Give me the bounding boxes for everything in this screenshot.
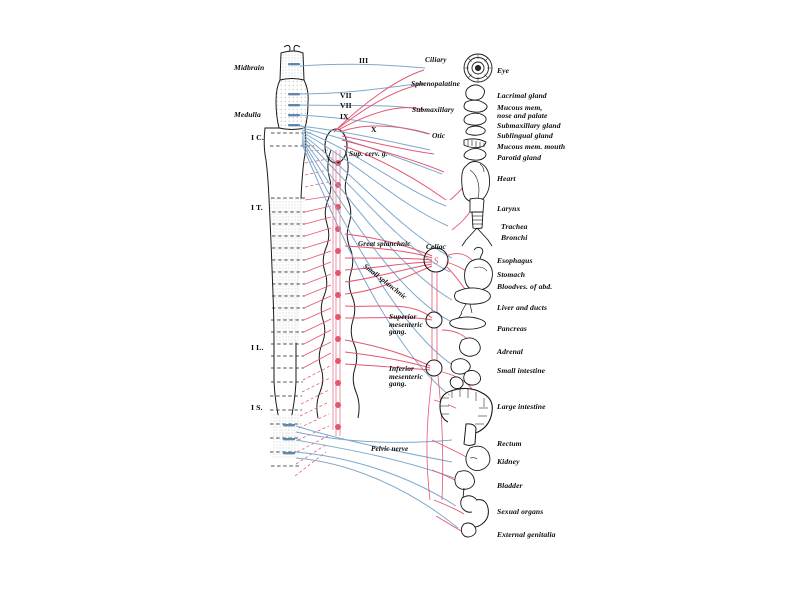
organ-label-eye: Eye [497,66,510,75]
cranial-nerve-x: X [371,125,377,134]
cranial-nerve-iii: III [359,56,369,65]
sympathetic-cephalic [333,69,447,201]
ganglion-label-celiac: Celiac [426,242,446,251]
organ-label-kidney: Kidney [497,457,520,466]
organ-label-bladder: Bladder [497,481,523,490]
organ-label-bronchi: Bronchi [501,233,528,242]
ganglion-label-superior-mesenteric-gang: Superior mesenteric gang. [389,312,423,337]
cranial-nerve-vii: VII [340,101,352,110]
organ-label-heart: Heart [497,174,516,183]
ganglion-label-sup-cerv-g: Sup. cerv. g. [349,149,388,158]
organ-label-lacrimal-gland: Lacrimal gland [497,91,547,100]
organ-heart [461,161,491,203]
organ-label-parotid-gland: Parotid gland [497,153,542,162]
organ-label-adrenal: Adrenal [497,347,524,356]
organ-label-small-intestine: Small intestine [497,366,546,375]
prevertebral-ganglia: S [423,247,449,501]
organ-large-intestine [439,387,493,446]
organ-label-large-intestine: Large intestine [497,402,546,411]
cord-level-i-l: I L. [251,343,264,352]
cord-level-i-t: I T. [251,203,263,212]
organ-eye [463,53,493,83]
brain-label-medulla: Medulla [234,110,261,119]
organ-label-liver-and-ducts: Liver and ducts [497,303,548,312]
brain-label-midbrain: Midbrain [234,63,265,72]
sympathetic-trunk [316,128,360,436]
organ-label-bloodves-of-abd: Bloodves. of abd. [497,282,553,291]
parasympathetic-cranial [299,63,457,401]
ganglion-label-sphenopalatine: Sphenopalatine [411,79,461,88]
organ-label-submaxillary-gland: Submaxillary gland [497,121,561,130]
ganglion-label-inferior-mesenteric-gang: Inferior mesenteric gang. [389,364,423,389]
organ-stomach [464,246,493,291]
organ-label-esophagus: Esophagus [497,256,533,265]
cord-level-i-c: I C. [251,133,264,142]
cranial-nerve-vii: VII [340,91,352,100]
spinal-cord-group [263,44,314,467]
ganglion-label-ciliary: Ciliary [425,55,447,64]
nerve-label-great-splanchnic: Great splanchnic [358,240,411,248]
organ-label-sublingual-gland: Sublingual gland [497,131,553,140]
cord-level-i-s: I S. [251,403,263,412]
organ-label-pancreas: Pancreas [497,324,527,333]
ganglion-label-submaxillary: Submaxillary [412,105,455,114]
svg-text:S: S [434,256,439,266]
organ-label-external-genitalia: External genitalia [497,530,556,539]
organ-label-sexual-organs: Sexual organs [497,507,544,516]
organ-label-stomach: Stomach [497,270,526,279]
splanchnic-nerves [344,233,433,371]
organ-label-trachea: Trachea [501,222,528,231]
organ-small-intestine [449,358,482,390]
organ-illustrations [439,53,493,538]
ganglion-label-otic: Otic [432,131,446,140]
organ-label-larynx: Larynx [497,204,521,213]
organ-label-mucous-mem-mouth: Mucous mem. mouth [497,142,566,151]
cranial-nerve-ix: IX [340,112,349,121]
white-rami [302,195,332,369]
nerve-label-pelvic-nerve: Pelvic nerve [371,445,409,453]
organ-label-mucous-mem-nose-and-palate: Mucous mem, nose and palate [497,103,548,120]
organ-label-rectum: Rectum [497,439,522,448]
